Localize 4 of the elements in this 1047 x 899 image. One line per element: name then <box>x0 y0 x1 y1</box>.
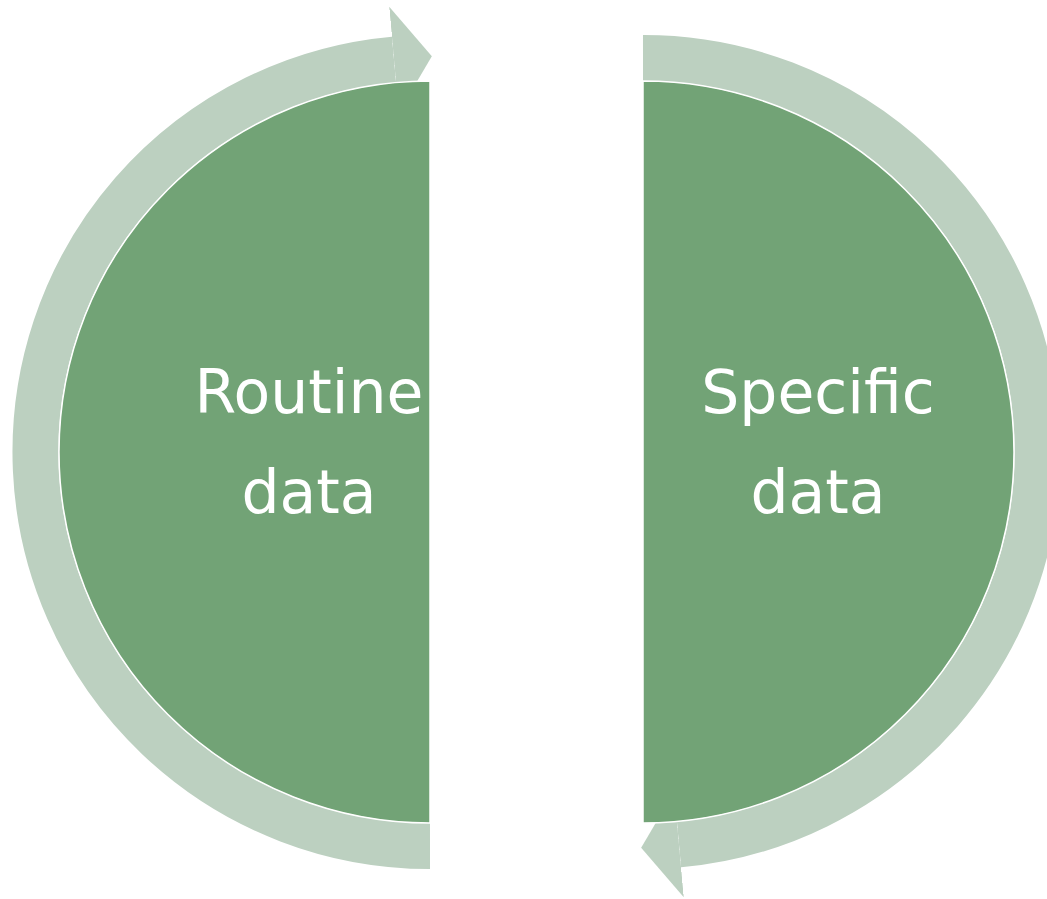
node-label: Routine data <box>193 356 425 529</box>
curved-arrow <box>13 7 432 869</box>
node-label: Specific data <box>700 356 936 529</box>
curved-arrow <box>641 35 1047 897</box>
